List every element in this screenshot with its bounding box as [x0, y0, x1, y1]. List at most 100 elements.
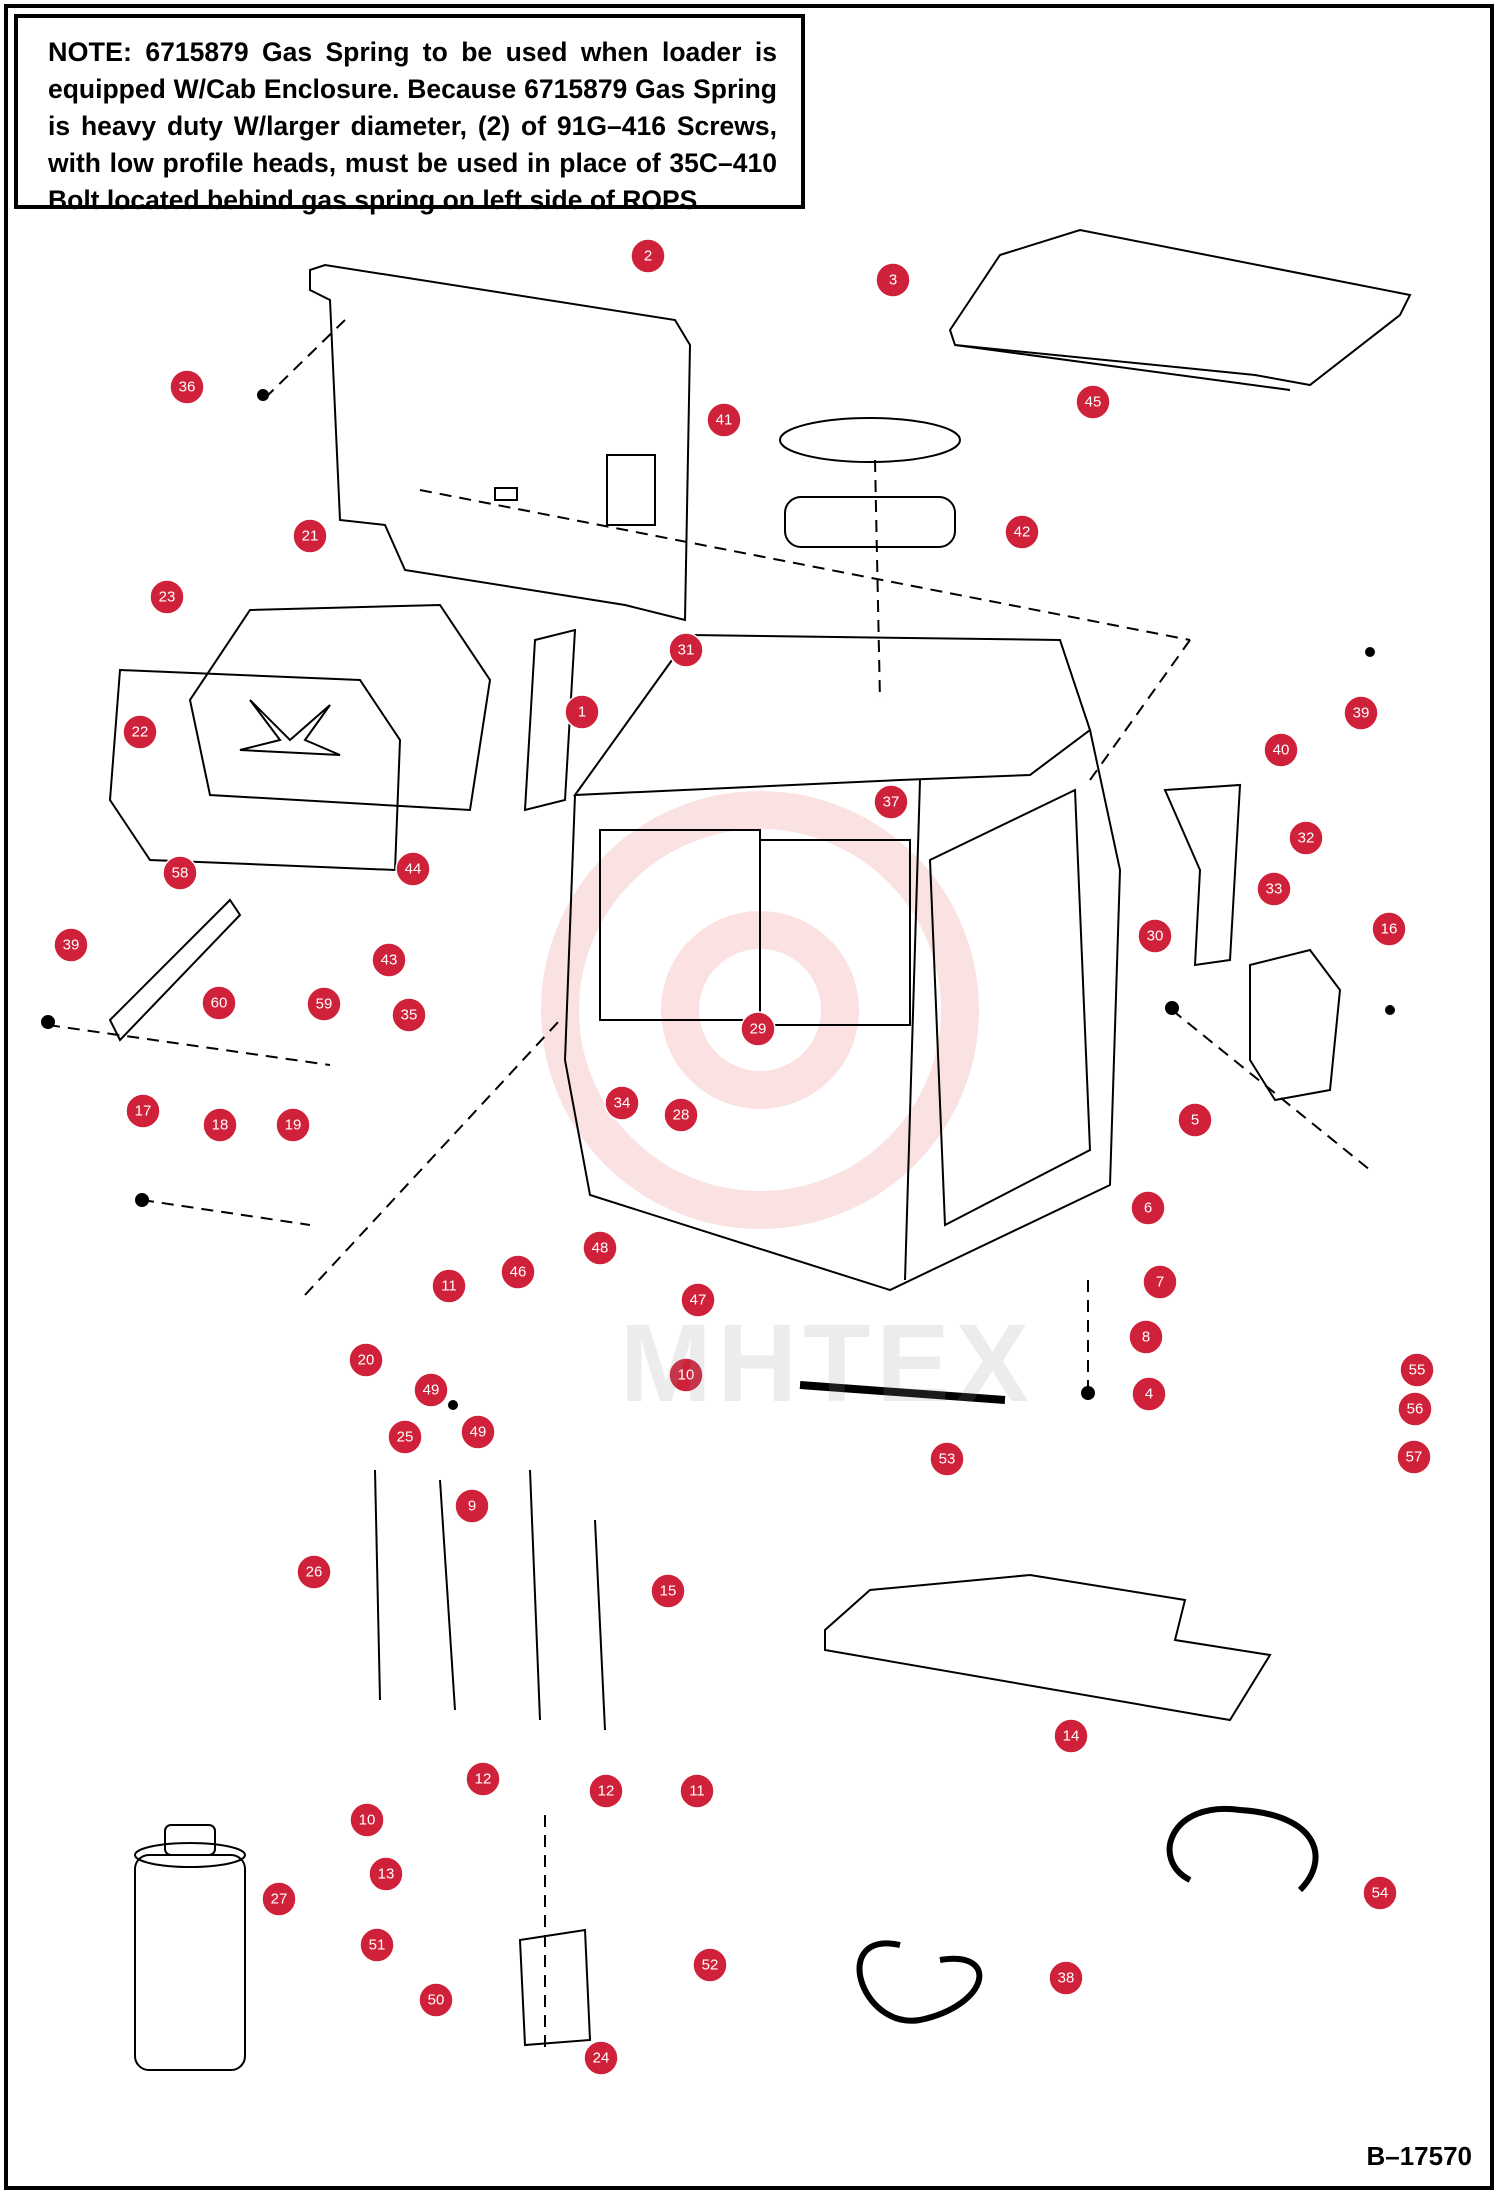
callout-c42[interactable]: 42 [1004, 514, 1040, 550]
callout-c39a[interactable]: 39 [1343, 695, 1379, 731]
callout-c44[interactable]: 44 [395, 851, 431, 887]
callout-marker [292, 518, 328, 554]
callout-marker [1128, 1319, 1164, 1355]
callout-c60[interactable]: 60 [201, 985, 237, 1021]
callout-c39b[interactable]: 39 [53, 927, 89, 963]
callout-c34[interactable]: 34 [604, 1085, 640, 1121]
callout-c43[interactable]: 43 [371, 942, 407, 978]
callout-c11b[interactable]: 11 [679, 1773, 715, 1809]
callout-marker [679, 1773, 715, 1809]
window-seal-part [779, 417, 961, 463]
callout-c30[interactable]: 30 [1137, 918, 1173, 954]
callout-c26[interactable]: 26 [296, 1554, 332, 1590]
callout-c20[interactable]: 20 [348, 1342, 384, 1378]
callout-c14[interactable]: 14 [1053, 1718, 1089, 1754]
callout-number: 53 [939, 1451, 956, 1468]
callout-c5[interactable]: 5 [1177, 1102, 1213, 1138]
callout-c46[interactable]: 46 [500, 1254, 536, 1290]
callout-number: 31 [678, 642, 695, 659]
callout-c53[interactable]: 53 [929, 1441, 965, 1477]
callout-c40[interactable]: 40 [1263, 732, 1299, 768]
callout-c2[interactable]: 2 [630, 238, 666, 274]
callout-c22[interactable]: 22 [122, 714, 158, 750]
callout-c21[interactable]: 21 [292, 518, 328, 554]
callout-marker [875, 262, 911, 298]
callout-marker [680, 1282, 716, 1318]
callout-c32[interactable]: 32 [1288, 820, 1324, 856]
callout-c49b[interactable]: 49 [460, 1414, 496, 1450]
callout-c59[interactable]: 59 [306, 986, 342, 1022]
callout-c23[interactable]: 23 [149, 579, 185, 615]
callout-c33[interactable]: 33 [1256, 871, 1292, 907]
callout-c58[interactable]: 58 [162, 855, 198, 891]
callout-c57[interactable]: 57 [1396, 1439, 1432, 1475]
callout-c9[interactable]: 9 [454, 1488, 490, 1524]
callout-c3[interactable]: 3 [875, 262, 911, 298]
callout-c50[interactable]: 50 [418, 1982, 454, 2018]
callout-c45[interactable]: 45 [1075, 384, 1111, 420]
callout-number: 16 [1381, 921, 1398, 938]
callout-c48[interactable]: 48 [582, 1230, 618, 1266]
callout-number: 27 [271, 1891, 288, 1908]
callout-c56[interactable]: 56 [1397, 1391, 1433, 1427]
callout-c16[interactable]: 16 [1371, 911, 1407, 947]
callout-c27[interactable]: 27 [261, 1881, 297, 1917]
callout-marker [418, 1982, 454, 2018]
callout-marker [1396, 1439, 1432, 1475]
callout-number: 60 [211, 995, 228, 1012]
bar-part [108, 898, 242, 1042]
callout-c4[interactable]: 4 [1131, 1376, 1167, 1412]
callout-c13[interactable]: 13 [368, 1856, 404, 1892]
callout-c54[interactable]: 54 [1362, 1875, 1398, 1911]
callout-c49a[interactable]: 49 [413, 1372, 449, 1408]
callout-c1[interactable]: 1 [564, 694, 600, 730]
callout-c8[interactable]: 8 [1128, 1319, 1164, 1355]
callout-c51[interactable]: 51 [359, 1927, 395, 1963]
callout-marker [1343, 695, 1379, 731]
callout-c12a[interactable]: 12 [465, 1761, 501, 1797]
callout-number: 4 [1145, 1386, 1153, 1403]
callout-c47[interactable]: 47 [680, 1282, 716, 1318]
callout-c28[interactable]: 28 [663, 1097, 699, 1133]
callout-number: 13 [378, 1866, 395, 1883]
callout-c17[interactable]: 17 [125, 1093, 161, 1129]
callout-c11a[interactable]: 11 [431, 1268, 467, 1304]
callout-c31[interactable]: 31 [668, 632, 704, 668]
callout-marker [706, 402, 742, 438]
callout-c37[interactable]: 37 [873, 784, 909, 820]
callout-number: 8 [1142, 1329, 1150, 1346]
callout-c24[interactable]: 24 [583, 2040, 619, 2076]
callout-c52[interactable]: 52 [692, 1947, 728, 1983]
callout-marker [1004, 514, 1040, 550]
callout-c6[interactable]: 6 [1130, 1190, 1166, 1226]
callout-number: 35 [401, 1007, 418, 1024]
callout-c35[interactable]: 35 [391, 997, 427, 1033]
callout-number: 18 [212, 1117, 229, 1134]
callout-c19[interactable]: 19 [275, 1107, 311, 1143]
callout-c55[interactable]: 55 [1399, 1352, 1435, 1388]
callout-c18[interactable]: 18 [202, 1107, 238, 1143]
callout-c10a[interactable]: 10 [668, 1357, 704, 1393]
callout-marker [582, 1230, 618, 1266]
callout-c38[interactable]: 38 [1048, 1960, 1084, 1996]
callout-c25[interactable]: 25 [387, 1419, 423, 1455]
callout-number: 50 [428, 1992, 445, 2009]
callout-number: 22 [132, 724, 149, 741]
watermark-text: MHTEX [620, 1302, 1035, 1425]
callout-number: 55 [1409, 1362, 1426, 1379]
callout-c29[interactable]: 29 [740, 1011, 776, 1047]
callout-marker [202, 1107, 238, 1143]
callout-marker [413, 1372, 449, 1408]
callout-c41[interactable]: 41 [706, 402, 742, 438]
callout-c10b[interactable]: 10 [349, 1802, 385, 1838]
callout-c7[interactable]: 7 [1142, 1264, 1178, 1300]
callout-marker [1053, 1718, 1089, 1754]
callout-c36[interactable]: 36 [169, 369, 205, 405]
canister-part [134, 1824, 246, 2071]
callout-number: 19 [285, 1117, 302, 1134]
gas-springs-part [374, 1469, 606, 1731]
callout-marker [1263, 732, 1299, 768]
callout-c12b[interactable]: 12 [588, 1773, 624, 1809]
callout-c15[interactable]: 15 [650, 1573, 686, 1609]
